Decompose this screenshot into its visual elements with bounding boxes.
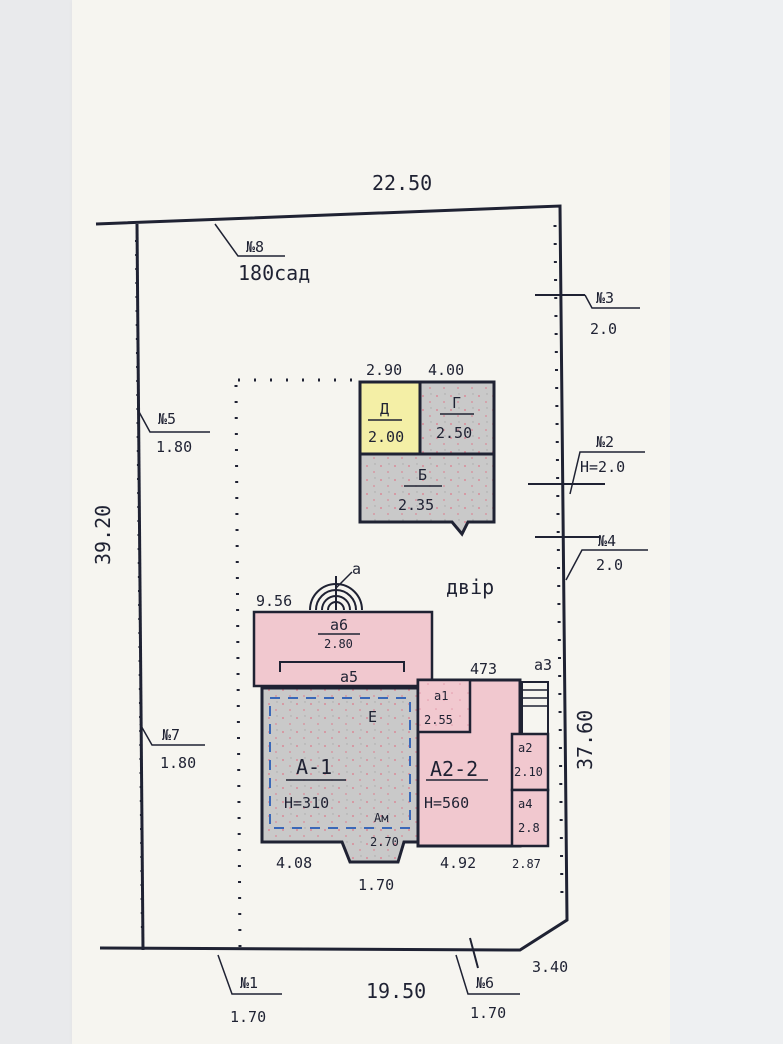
n6-leader (455, 954, 520, 995)
corner-length-label: 3.40 (532, 958, 568, 976)
n6-tick (469, 937, 479, 969)
n4-leader (565, 549, 648, 581)
dim-287-label: 2.87 (512, 857, 541, 871)
n4-value: 2.0 (596, 556, 623, 574)
background-margin (670, 0, 783, 1044)
top-length-label: 22.50 (372, 171, 432, 195)
room-a2-label: а2 (518, 741, 532, 755)
room-a4 (510, 788, 550, 848)
dim-170-label: 1.70 (358, 876, 394, 894)
dim-492-label: 4.92 (440, 854, 476, 872)
n5-label: №5 (158, 410, 176, 428)
lot-boundary-left (135, 223, 145, 951)
n7-leader (139, 723, 205, 746)
dim-473-label: 473 (470, 660, 497, 678)
yard-label: двір (446, 575, 494, 599)
dotted-boundary-left (135, 239, 143, 941)
porch-a6-label: а6 (330, 616, 348, 634)
n5-value: 1.80 (156, 438, 192, 456)
n1-leader (217, 954, 282, 995)
bottom-length-label: 19.50 (366, 979, 426, 1003)
n1-value: 1.70 (230, 1008, 266, 1026)
house-a2-height: Н=560 (424, 794, 469, 812)
building-g-label: Г (452, 394, 461, 412)
outbuilding-dim-left: 2.90 (366, 361, 402, 379)
room-a4-value: 2.8 (518, 821, 540, 835)
house-e-label: Е (368, 708, 377, 726)
room-a1-small-label: а1 (434, 689, 448, 703)
house-a1-height: Н=310 (284, 794, 329, 812)
n2-label: №2 (596, 433, 614, 451)
n6-label: №6 (476, 974, 494, 992)
house-a1-inner-dashed (269, 697, 411, 829)
dotted-yard-line-vertical (234, 384, 242, 951)
well-dim-label: 9.56 (256, 592, 292, 610)
room-a1-small (416, 678, 472, 734)
stairs-a3-label: а3 (534, 656, 552, 674)
well-symbol (309, 571, 363, 611)
n2-leader (569, 451, 645, 495)
stairs-a3 (521, 681, 549, 735)
porch-a6 (252, 610, 434, 688)
a5-outline (279, 661, 405, 672)
outbuilding-dim-right: 4.00 (428, 361, 464, 379)
building-b-value: 2.35 (398, 496, 434, 514)
building-b-label: Б (418, 466, 427, 484)
lot-boundary (95, 204, 569, 952)
building-g (418, 380, 496, 456)
a5-label: а5 (340, 668, 358, 686)
n3-label: №3 (596, 289, 614, 307)
porch-a6-value: 2.80 (324, 637, 353, 651)
house-a2-label: А2-2 (430, 757, 478, 781)
n3-leader (584, 294, 640, 309)
house-a1-label: А-1 (296, 755, 332, 779)
building-d-label: Д (380, 400, 389, 418)
n2-value: Н=2.0 (580, 458, 625, 476)
well-label: а (352, 560, 361, 578)
building-d-value: 2.00 (368, 428, 404, 446)
n3-value: 2.0 (590, 320, 617, 338)
n5-leader (137, 409, 210, 433)
right-length-label: 37.60 (573, 710, 597, 770)
building-g-value: 2.50 (436, 424, 472, 442)
am-label: Ам (374, 811, 388, 825)
building-b (358, 452, 496, 537)
room-a2-value: 2.10 (514, 765, 543, 779)
room-a4-label: а4 (518, 797, 532, 811)
n1-label: №1 (240, 974, 258, 992)
n6-value: 1.70 (470, 1004, 506, 1022)
n7-value: 1.80 (160, 754, 196, 772)
n8-sub-label: 180сад (238, 261, 310, 285)
n8-label: №8 (246, 238, 264, 256)
n8-leader (214, 223, 285, 257)
room-a1-small-value: 2.55 (424, 713, 453, 727)
dim-408-label: 4.08 (276, 854, 312, 872)
n4-label: №4 (598, 532, 616, 550)
left-length-label: 39.20 (91, 505, 115, 565)
n7-label: №7 (162, 726, 180, 744)
am-value: 2.70 (370, 835, 399, 849)
